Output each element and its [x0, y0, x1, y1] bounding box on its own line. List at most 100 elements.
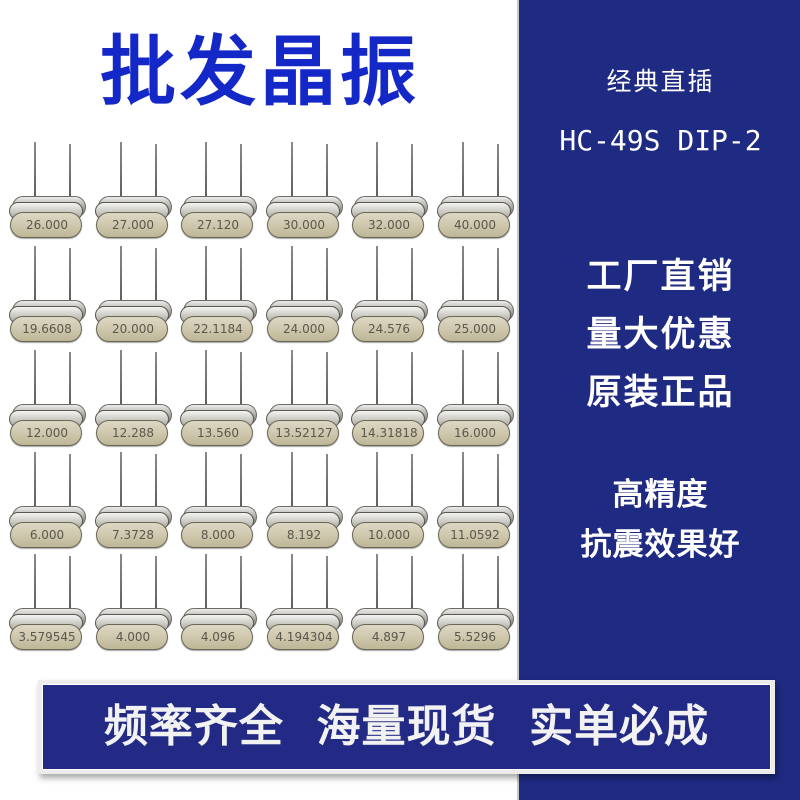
crystal-pin	[326, 144, 328, 200]
crystal-pin	[34, 246, 36, 306]
crystal-pin	[34, 350, 36, 410]
crystal-frequency: 5.5296	[454, 630, 496, 644]
crystal-pin	[120, 142, 122, 202]
crystal-pin	[34, 452, 36, 512]
crystal-frequency: 27.000	[112, 218, 154, 232]
crystal-frequency: 26.000	[26, 218, 68, 232]
crystal-pin	[69, 248, 71, 304]
crystal-frequency: 4.194304	[275, 630, 333, 644]
crystal-frequency: 40.000	[454, 218, 496, 232]
crystal-pin	[155, 144, 157, 200]
crystal-can-face: 7.3728	[96, 522, 168, 548]
crystal-item: 4.897	[348, 552, 428, 652]
crystal-frequency: 11.0592	[450, 528, 500, 542]
crystal-can-face: 27.120	[181, 212, 253, 238]
crystal-frequency: 3.579545	[18, 630, 76, 644]
crystal-pin	[376, 142, 378, 202]
crystal-pin	[69, 352, 71, 408]
crystal-pin	[205, 554, 207, 614]
crystal-item: 4.000	[92, 552, 172, 652]
crystal-frequency: 14.31818	[360, 426, 418, 440]
crystal-pin	[240, 248, 242, 304]
crystal-item: 11.0592	[434, 450, 514, 550]
crystal-frequency: 24.576	[368, 322, 410, 336]
crystal-can-face: 22.1184	[181, 316, 253, 342]
banner-text: 频率齐全 海量现货 实单必成	[103, 701, 710, 752]
crystal-pin	[205, 142, 207, 202]
crystal-frequency: 19.6608	[22, 322, 72, 336]
crystal-item: 4.096	[177, 552, 257, 652]
crystal-item: 10.000	[348, 450, 428, 550]
crystal-item: 27.120	[177, 140, 257, 240]
crystal-item: 5.5296	[434, 552, 514, 652]
crystal-pin	[462, 452, 464, 512]
crystal-pin	[291, 350, 293, 410]
crystal-can-face: 4.096	[181, 624, 253, 650]
crystal-frequency: 12.288	[112, 426, 154, 440]
crystal-frequency: 7.3728	[112, 528, 154, 542]
crystal-pin	[69, 556, 71, 612]
crystal-frequency: 4.000	[115, 630, 151, 644]
crystal-item: 13.560	[177, 348, 257, 448]
crystal-pin	[240, 454, 242, 510]
crystal-frequency: 13.560	[197, 426, 239, 440]
crystal-pin	[291, 554, 293, 614]
crystal-frequency: 30.000	[283, 218, 325, 232]
crystal-pin	[497, 352, 499, 408]
crystal-pin	[34, 142, 36, 202]
crystal-item: 30.000	[263, 140, 343, 240]
crystal-pin	[326, 454, 328, 510]
crystal-pin	[462, 350, 464, 410]
crystal-frequency: 4.096	[200, 630, 236, 644]
crystal-pin	[462, 554, 464, 614]
crystal-can-face: 24.000	[267, 316, 339, 342]
quality-list: 高精度 抗震效果好	[519, 470, 800, 570]
promo-side-panel: 经典直插 HC-49S DIP-2 工厂直销 量大优惠 原装正品 高精度 抗震效…	[517, 0, 800, 800]
crystal-item: 24.576	[348, 244, 428, 344]
crystal-pin	[155, 556, 157, 612]
crystal-pin	[120, 246, 122, 306]
crystal-pin	[205, 246, 207, 306]
crystal-can-face: 8.000	[181, 522, 253, 548]
crystal-pin	[462, 142, 464, 202]
quality-item: 高精度	[612, 477, 709, 513]
crystal-pin	[291, 142, 293, 202]
crystal-item: 19.6608	[6, 244, 86, 344]
crystal-pin	[411, 454, 413, 510]
crystal-frequency: 12.000	[26, 426, 68, 440]
crystal-pin	[240, 352, 242, 408]
crystal-frequency: 6.000	[29, 528, 65, 542]
model-label: HC-49S DIP-2	[559, 124, 762, 157]
crystal-can-face: 6.000	[10, 522, 82, 548]
crystal-can-face: 4.194304	[267, 624, 339, 650]
crystal-can-face: 20.000	[96, 316, 168, 342]
crystal-frequency: 16.000	[454, 426, 496, 440]
crystal-pin	[120, 452, 122, 512]
crystal-pin	[411, 144, 413, 200]
crystal-can-face: 11.0592	[438, 522, 510, 548]
bottom-banner: 频率齐全 海量现货 实单必成	[38, 680, 775, 774]
crystal-pin	[205, 350, 207, 410]
crystal-can-face: 12.288	[96, 420, 168, 446]
crystal-can-face: 25.000	[438, 316, 510, 342]
crystal-frequency: 27.120	[197, 218, 239, 232]
crystal-can-face: 26.000	[10, 212, 82, 238]
crystal-can-face: 14.31818	[352, 420, 424, 446]
crystal-pin	[205, 452, 207, 512]
crystal-pin	[326, 248, 328, 304]
crystal-frequency: 24.000	[283, 322, 325, 336]
crystal-item: 16.000	[434, 348, 514, 448]
crystal-item: 4.194304	[263, 552, 343, 652]
crystal-can-face: 40.000	[438, 212, 510, 238]
crystal-frequency: 20.000	[112, 322, 154, 336]
banner-body: 频率齐全 海量现货 实单必成	[42, 684, 771, 770]
feature-list: 工厂直销 量大优惠 原装正品	[519, 248, 800, 422]
crystal-can-face: 13.560	[181, 420, 253, 446]
crystal-pin	[376, 554, 378, 614]
page-title: 批发晶振	[100, 27, 420, 116]
crystal-item: 24.000	[263, 244, 343, 344]
crystal-pin	[326, 556, 328, 612]
crystal-frequency: 22.1184	[193, 322, 243, 336]
crystal-item: 12.000	[6, 348, 86, 448]
crystal-pin	[120, 554, 122, 614]
